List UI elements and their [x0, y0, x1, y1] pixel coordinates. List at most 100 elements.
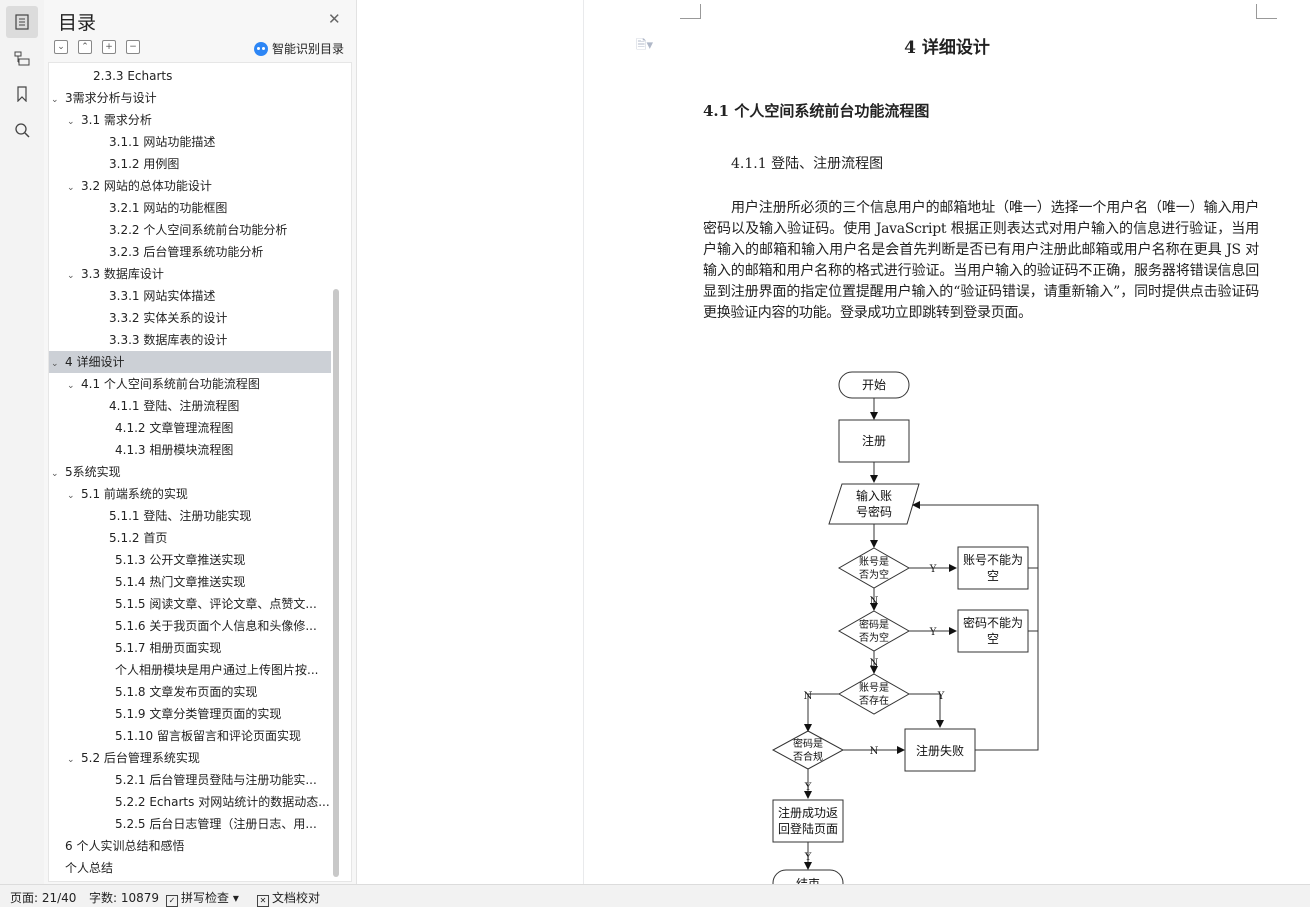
toc-item[interactable]: ⌄ 3.1 需求分析: [49, 109, 331, 131]
chevron-down-icon[interactable]: ⌄: [67, 117, 75, 127]
chevron-down-icon[interactable]: ⌄: [51, 95, 59, 105]
toc-panel-icon[interactable]: [6, 6, 38, 38]
toc-item[interactable]: 5.2.5 后台日志管理（注册日志、用...: [49, 813, 351, 835]
toc-item[interactable]: 5.2.2 Echarts 对网站统计的数据动态...: [49, 791, 351, 813]
collapse-all-icon[interactable]: ⌃: [78, 40, 92, 54]
bookmark-icon[interactable]: [6, 78, 38, 110]
toc-item[interactable]: ⌄ 5.1 前端系统的实现: [49, 483, 331, 505]
flow-decision-label: 否存在: [859, 694, 889, 707]
page-corner-mark: [1256, 4, 1277, 19]
toc-item-label: 5.1.5 阅读文章、评论文章、点赞文...: [115, 597, 317, 611]
flow-end-label: 结束: [796, 877, 820, 884]
page-indicator[interactable]: 页面: 21/40: [10, 891, 77, 905]
document-page[interactable]: [584, 0, 1310, 884]
flow-input-node: [828, 483, 920, 525]
toc-item[interactable]: 4.1.1 登陆、注册流程图: [49, 395, 351, 417]
toc-item[interactable]: 5.1.7 相册页面实现: [49, 637, 351, 659]
body-paragraph: 用户注册所必须的三个信息用户的邮箱地址（唯一）选择一个用户名（唯一）输入用户密码…: [703, 200, 1259, 321]
toc-item-label: 4.1.2 文章管理流程图: [115, 421, 234, 435]
toc-item[interactable]: 个人总结: [49, 857, 347, 879]
flow-input-label: 输入账: [856, 488, 892, 503]
toc-item[interactable]: ⌄5系统实现: [49, 461, 331, 483]
toc-item[interactable]: 3.3.2 实体关系的设计: [49, 307, 351, 329]
toc-item[interactable]: 5.1.9 文章分类管理页面的实现: [49, 703, 351, 725]
flow-yes-label: Y: [929, 564, 937, 575]
navigation-pane-icon[interactable]: [6, 42, 38, 74]
toc-item[interactable]: ⌄4.1 个人空间系统前台功能流程图: [49, 373, 331, 395]
search-icon[interactable]: [6, 114, 38, 146]
toc-item[interactable]: 5.1.4 热门文章推送实现: [49, 571, 351, 593]
toc-item[interactable]: 5.1.6 关于我页面个人信息和头像修...: [49, 615, 351, 637]
toc-item[interactable]: 6 个人实训总结和感悟: [49, 835, 347, 857]
toc-item[interactable]: 5.1.10 留言板留言和评论页面实现: [49, 725, 351, 747]
close-icon[interactable]: ✕: [328, 10, 341, 28]
toc-item[interactable]: 3.3.1 网站实体描述: [49, 285, 351, 307]
spell-check-button[interactable]: ✓拼写检查 ▾: [166, 889, 239, 907]
toc-item[interactable]: 5.2.1 后台管理员登陆与注册功能实...: [49, 769, 351, 791]
chevron-down-icon[interactable]: ⌄: [51, 359, 59, 369]
toc-item[interactable]: 5.1.2 首页: [49, 527, 351, 549]
toc-item-label: 3.2.3 后台管理系统功能分析: [109, 245, 264, 259]
toc-item[interactable]: 4.1.3 相册模块流程图: [49, 439, 351, 461]
chevron-down-icon[interactable]: ⌄: [67, 381, 75, 391]
toc-item[interactable]: 3.2.1 网站的功能框图: [49, 197, 351, 219]
toc-scrollbar[interactable]: [333, 289, 339, 877]
page-corner-mark: [680, 4, 701, 19]
spell-check-label: 拼写检查: [181, 891, 230, 905]
chevron-down-icon[interactable]: ⌄: [67, 271, 75, 281]
toc-item-label: 5.1.7 相册页面实现: [115, 641, 222, 655]
flow-decision-label: 否为空: [859, 631, 889, 644]
toc-item-label: 5.1.4 热门文章推送实现: [115, 575, 246, 589]
left-tool-rail: [0, 0, 45, 884]
toc-item[interactable]: 3.3.3 数据库表的设计: [49, 329, 351, 351]
toc-item-label: 5.2.2 Echarts 对网站统计的数据动态...: [115, 795, 330, 809]
toc-item[interactable]: 3.1.1 网站功能描述: [49, 131, 351, 153]
toc-item[interactable]: 3.1.2 用例图: [49, 153, 351, 175]
word-count[interactable]: 字数: 10879: [89, 891, 160, 905]
toc-item-label: 3.1 需求分析: [81, 113, 152, 127]
toc-item[interactable]: 3.2.2 个人空间系统前台功能分析: [49, 219, 351, 241]
flow-result-label: 密码不能为: [963, 615, 1023, 630]
toc-item[interactable]: 2.3.3 Echarts: [49, 65, 351, 87]
toc-item-label: 3.1.1 网站功能描述: [109, 135, 216, 149]
toc-item[interactable]: ⌄ 4 详细设计: [49, 351, 331, 373]
toc-item[interactable]: 5.1.3 公开文章推送实现: [49, 549, 351, 571]
flow-no-label: N: [870, 658, 879, 669]
toc-item[interactable]: 个人相册模块是用户通过上传图片按...: [49, 659, 351, 681]
smart-recognize-button[interactable]: 智能识别目录: [254, 40, 344, 57]
flow-decision-label: 否合规: [793, 750, 823, 763]
chevron-down-icon[interactable]: ⌄: [67, 491, 75, 501]
toc-item[interactable]: ⌄3.3 数据库设计: [49, 263, 331, 285]
toc-item[interactable]: 5.1.8 文章发布页面的实现: [49, 681, 351, 703]
toc-item[interactable]: ⌄3需求分析与设计: [49, 87, 331, 109]
add-heading-icon[interactable]: +: [102, 40, 116, 54]
toc-item-label: 5.1.3 公开文章推送实现: [115, 553, 246, 567]
flow-success-label: 注册成功返: [778, 805, 838, 820]
toc-item-label: 3.2.2 个人空间系统前台功能分析: [109, 223, 288, 237]
toc-item[interactable]: ⌄3.2 网站的总体功能设计: [49, 175, 331, 197]
flow-yes-label: Y: [937, 691, 945, 702]
chevron-down-icon[interactable]: ⌄: [67, 183, 75, 193]
flow-no-label: N: [804, 691, 813, 702]
document-options-icon[interactable]: 🗎▾: [636, 38, 653, 53]
flow-decision-label: 密码是: [859, 618, 889, 631]
toc-item[interactable]: 3.2.3 后台管理系统功能分析: [49, 241, 351, 263]
subsection-heading: 4.1.1 登陆、注册流程图: [731, 156, 884, 172]
toc-item[interactable]: ⌄5.2 后台管理系统实现: [49, 747, 331, 769]
flow-success-label: 回登陆页面: [778, 821, 838, 836]
toc-item-label: 6 个人实训总结和感悟: [65, 839, 185, 853]
toc-item[interactable]: 4.1.2 文章管理流程图: [49, 417, 351, 439]
remove-heading-icon[interactable]: −: [126, 40, 140, 54]
chevron-down-icon[interactable]: ⌄: [67, 755, 75, 765]
chevron-down-icon[interactable]: ⌄: [51, 469, 59, 479]
toc-item-label: 4 详细设计: [65, 355, 125, 369]
flow-result-label: 空: [987, 632, 999, 646]
toc-item-label: 5.1 前端系统的实现: [81, 487, 188, 501]
flow-decision-account-exists: [837, 673, 911, 715]
expand-all-icon[interactable]: ⌄: [54, 40, 68, 54]
registration-flowchart: 开始 注册 输入账 号密码 账号是 否为空 账号不能为 空 密码是 否为空 密码…: [771, 371, 1039, 884]
toc-item[interactable]: 5.1.1 登陆、注册功能实现: [49, 505, 351, 527]
proofread-button[interactable]: ✕文档校对: [257, 889, 320, 907]
toc-item[interactable]: 5.1.5 阅读文章、评论文章、点赞文...: [49, 593, 351, 615]
